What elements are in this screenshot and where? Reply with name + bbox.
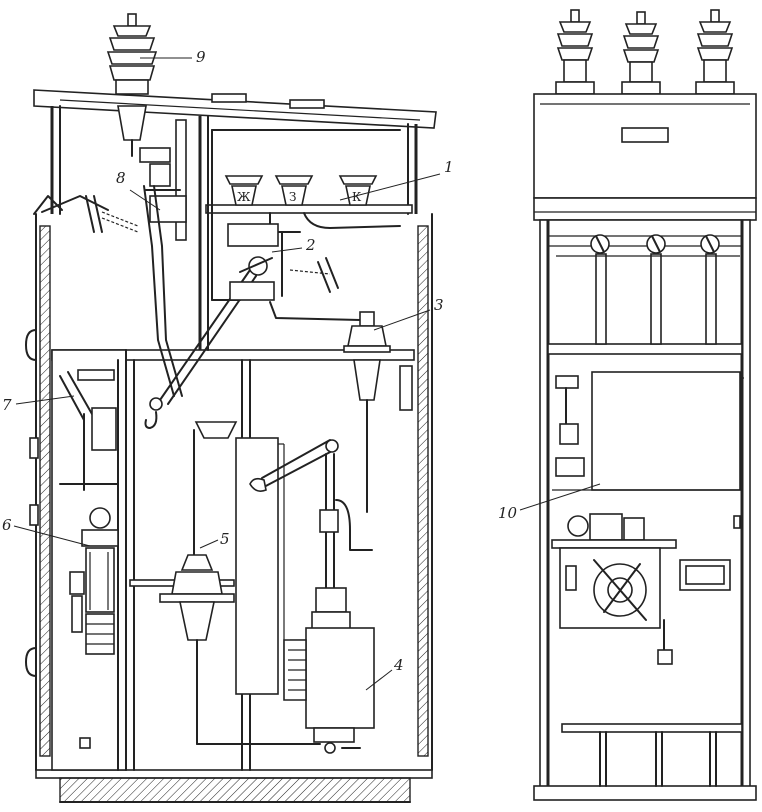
front-view: 10 — [498, 9, 757, 801]
side-section-view: Ж З К — [2, 13, 454, 803]
callout-4: 4 — [393, 656, 404, 674]
callout-10: 10 — [498, 504, 518, 522]
cabinet-frame — [25, 105, 433, 803]
front-breaker-drive — [551, 513, 741, 665]
callout-5: 5 — [220, 530, 230, 548]
phase-label-zh: Ж — [237, 190, 251, 204]
callout-9: 9 — [196, 48, 206, 66]
front-disconnectors — [556, 234, 740, 345]
drive-mechanism — [69, 507, 119, 749]
upper-bushing — [343, 311, 413, 513]
roof-bushing — [106, 13, 158, 157]
drive-lever — [59, 369, 119, 491]
callout-leaders-left — [13, 57, 441, 691]
callout-1: 1 — [444, 158, 454, 176]
phase-label-k: К — [352, 190, 362, 204]
front-top-box — [533, 93, 757, 221]
callout-7: 7 — [2, 396, 12, 414]
front-bushing-b — [621, 11, 661, 95]
phase-label-z: З — [289, 190, 296, 204]
lower-apparatus — [283, 453, 375, 754]
busbar-disconnector — [227, 223, 361, 321]
lower-insulator — [159, 421, 321, 745]
callout-leader-10 — [519, 483, 601, 511]
callout-3: 3 — [434, 296, 444, 314]
front-bushing-c — [695, 9, 735, 95]
callout-6: 6 — [2, 516, 12, 534]
front-bushing-a — [555, 9, 595, 95]
front-lower-rails — [561, 723, 743, 787]
callout-8: 8 — [116, 169, 126, 187]
breaker-housing — [235, 437, 339, 695]
roof-plate — [33, 89, 437, 129]
front-cabinet-body — [533, 219, 757, 801]
callout-2: 2 — [305, 236, 316, 254]
front-control-panel — [552, 371, 744, 491]
busbar-insulators: Ж З К — [224, 175, 401, 233]
front-bushings — [555, 9, 735, 95]
